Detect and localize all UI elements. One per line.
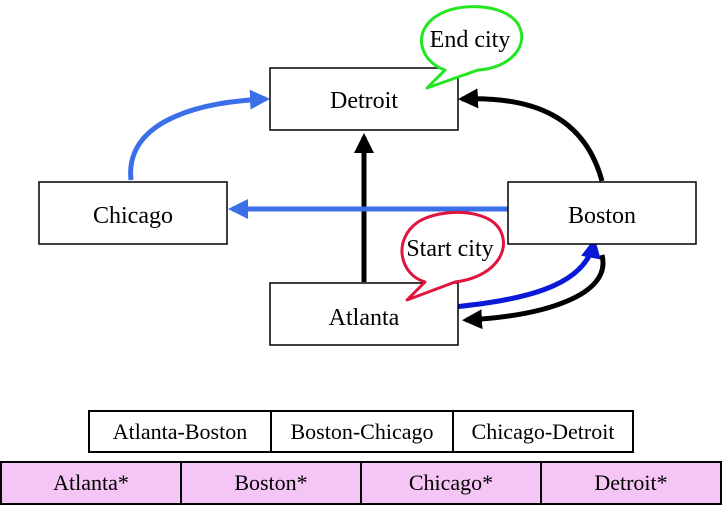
city-cell: Boston* [182, 463, 362, 503]
end-city-callout: End city [420, 5, 524, 90]
city-cell: Chicago* [362, 463, 542, 503]
start-city-callout: Start city [400, 210, 505, 302]
city-cell: Detroit* [542, 463, 720, 503]
edge-atlanta-boston [453, 238, 601, 310]
edge-boston-detroit [458, 88, 605, 182]
node-detroit: Detroit [269, 67, 459, 131]
end-city-label: End city [430, 27, 511, 53]
route-segment-cell: Atlanta-Boston [90, 412, 272, 451]
node-atlanta-label: Atlanta [329, 305, 400, 331]
route-segment-cell: Boston-Chicago [272, 412, 454, 451]
edge-chicago-detroit [128, 89, 270, 181]
route-segment-cell: Chicago-Detroit [471, 418, 615, 444]
edge-boston-atlanta [462, 254, 606, 330]
node-boston-label: Boston [568, 203, 636, 229]
node-detroit-label: Detroit [330, 88, 398, 114]
route-segments-row: Atlanta-Boston Boston-Chicago Chicago-De… [88, 410, 634, 453]
city-cell: Atlanta* [2, 463, 182, 503]
city-list-row: Atlanta* Boston* Chicago* Detroit* [0, 461, 722, 505]
node-chicago-label: Chicago [93, 203, 173, 229]
start-city-label: Start city [406, 236, 493, 262]
node-boston: Boston [507, 181, 697, 245]
node-chicago: Chicago [38, 181, 228, 245]
